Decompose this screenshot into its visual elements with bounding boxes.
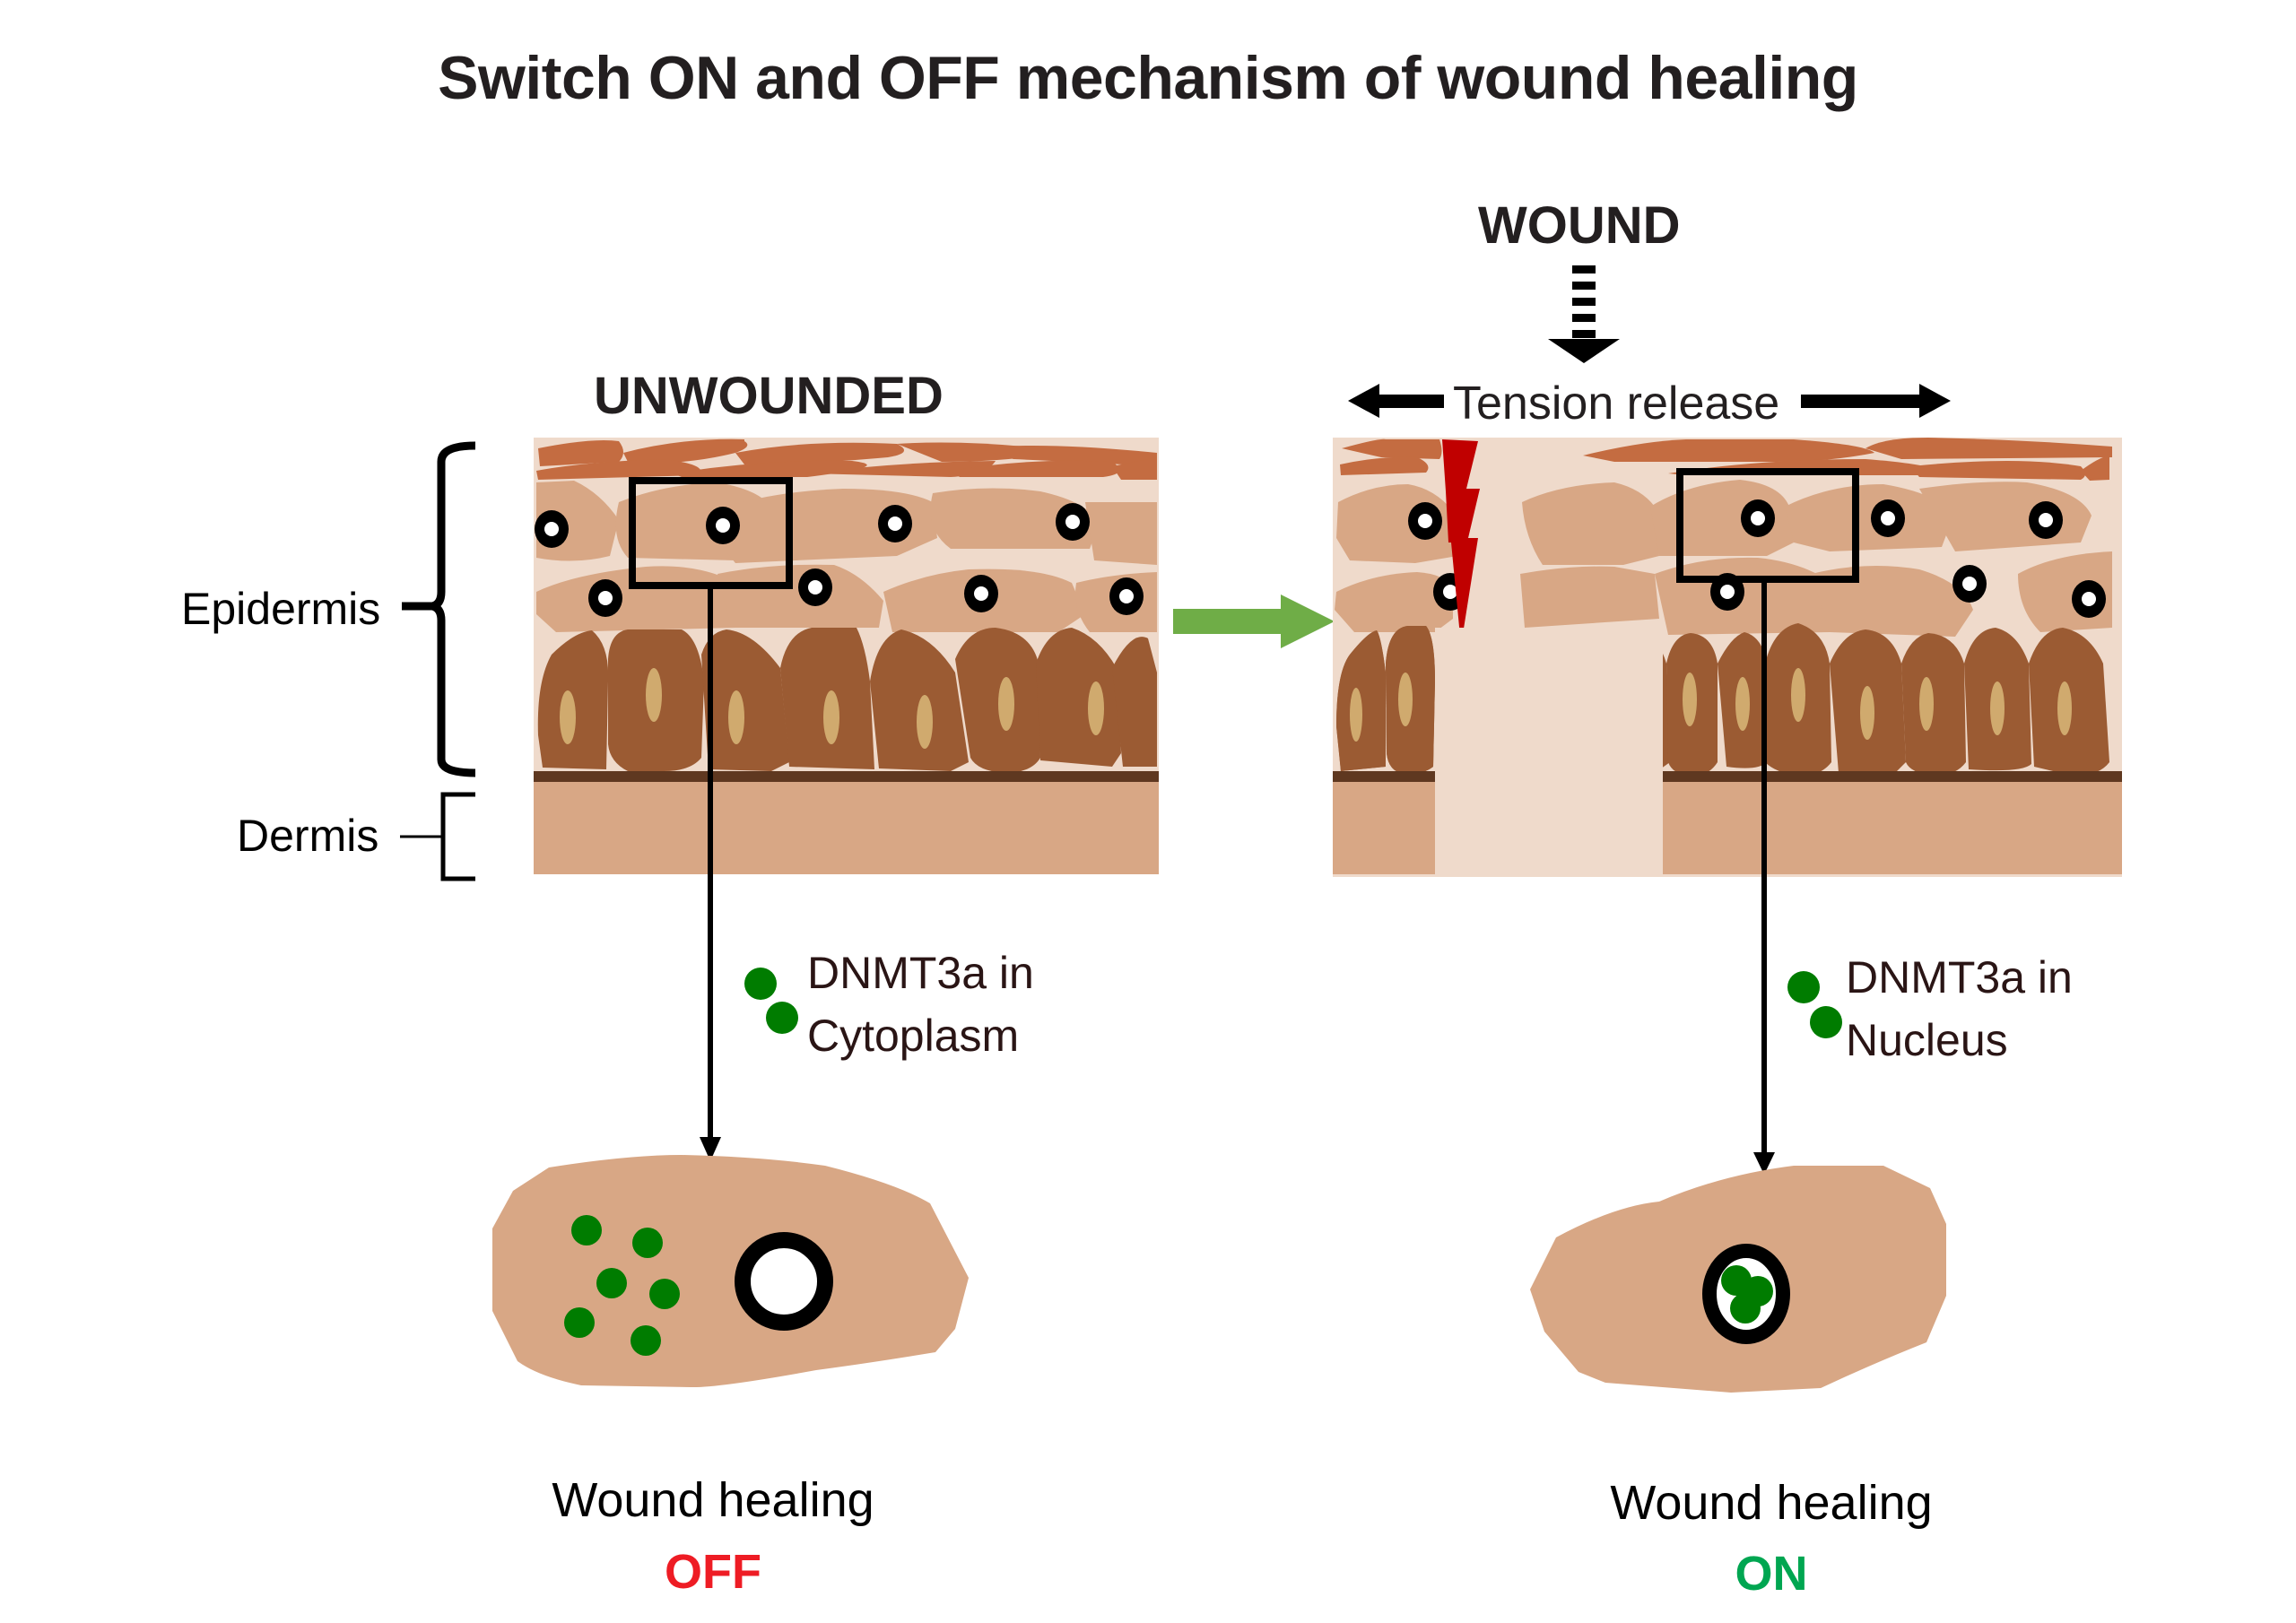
nucleus-icon xyxy=(1408,502,1442,540)
left-legend-line1: DNMT3a in xyxy=(807,948,1034,998)
left-dermis xyxy=(534,782,1159,874)
wound-gap xyxy=(1525,628,1663,874)
nucleus-icon xyxy=(1109,577,1144,615)
wound-gap-upper xyxy=(1435,628,1525,785)
nucleus-icon xyxy=(878,505,912,542)
left-legend-dnmt3a-dot xyxy=(744,968,777,1000)
left-legend-dnmt3a-dot xyxy=(766,1002,798,1034)
right-basement-membrane-right xyxy=(1663,771,2122,782)
nucleus-icon xyxy=(2072,580,2106,618)
wound-heading: WOUND xyxy=(1478,196,1681,255)
left-tissue-section xyxy=(534,438,1159,1161)
cytoplasm-dnmt3a-dots xyxy=(564,1215,680,1356)
nucleus-icon xyxy=(1952,565,1987,603)
nucleus-icon xyxy=(1871,499,1905,537)
dnmt3a-dot xyxy=(632,1228,663,1258)
dermis-bracket xyxy=(400,792,475,881)
wound-down-arrow-icon xyxy=(1548,265,1620,363)
epidermis-bracket xyxy=(402,441,476,777)
dnmt3a-dot xyxy=(631,1325,661,1356)
dnmt3a-dot xyxy=(649,1279,680,1309)
dermis-label: Dermis xyxy=(237,811,379,861)
nucleus-icon xyxy=(2029,501,2063,539)
right-zoom-box xyxy=(1676,468,1859,583)
empty-nucleus-icon xyxy=(735,1232,833,1331)
dnmt3a-dot xyxy=(571,1215,602,1245)
right-legend-text: DNMT3a in Nucleus xyxy=(1846,946,2073,1072)
nucleus-icon xyxy=(964,575,998,612)
right-dermis-right xyxy=(1663,782,2122,874)
left-basement-membrane xyxy=(534,771,1159,782)
tension-right-arrow-icon xyxy=(1801,384,1951,418)
figure-title: Switch ON and OFF mechanism of wound hea… xyxy=(438,44,1858,112)
tension-release-label: Tension release xyxy=(1453,378,1780,430)
right-outcome-label: Wound healing xyxy=(1610,1476,1933,1530)
transition-arrow-icon xyxy=(1173,595,1335,648)
left-zoomed-cell xyxy=(492,1155,969,1388)
right-legend-dnmt3a-dot xyxy=(1810,1006,1842,1038)
nucleus-icon xyxy=(798,568,832,606)
lightning-bolt-icon xyxy=(1442,439,1480,646)
right-legend-line2: Nucleus xyxy=(1846,1015,2008,1065)
right-zoomed-cell xyxy=(1530,1166,1946,1393)
dnmt3a-dot xyxy=(596,1268,627,1298)
epidermis-label: Epidermis xyxy=(181,584,381,634)
nucleus-icon xyxy=(535,510,569,548)
tension-left-arrow-icon xyxy=(1348,384,1444,418)
right-tissue-section xyxy=(1333,438,2122,1175)
right-stratum-corneum xyxy=(1340,438,2112,481)
dnmt3a-dot xyxy=(1730,1293,1761,1324)
nucleus-icon xyxy=(1741,499,1775,537)
dnmt3a-dot xyxy=(564,1307,595,1338)
left-outcome-state-off: OFF xyxy=(665,1545,761,1599)
left-stratum-corneum xyxy=(536,438,1157,480)
left-connector-arrowhead xyxy=(700,1137,721,1161)
right-connector-arrowhead xyxy=(1753,1152,1775,1175)
nucleus-icon xyxy=(706,507,740,544)
left-legend-line2: Cytoplasm xyxy=(807,1011,1020,1061)
left-basal-nuclei xyxy=(560,668,1104,749)
nucleus-icon xyxy=(588,579,622,617)
unwounded-heading: UNWOUNDED xyxy=(594,367,944,425)
right-legend-dnmt3a-dot xyxy=(1787,971,1820,1003)
nuclear-dnmt3a-dots xyxy=(1721,1265,1773,1324)
left-outcome-label: Wound healing xyxy=(552,1473,874,1527)
left-spinous-layer xyxy=(536,481,1157,632)
left-basal-layer xyxy=(537,628,1157,773)
right-outcome-state-on: ON xyxy=(1735,1547,1808,1601)
nucleus-icon xyxy=(1056,503,1090,541)
left-legend-text: DNMT3a in Cytoplasm xyxy=(807,942,1034,1067)
right-legend-line1: DNMT3a in xyxy=(1846,952,2073,1002)
